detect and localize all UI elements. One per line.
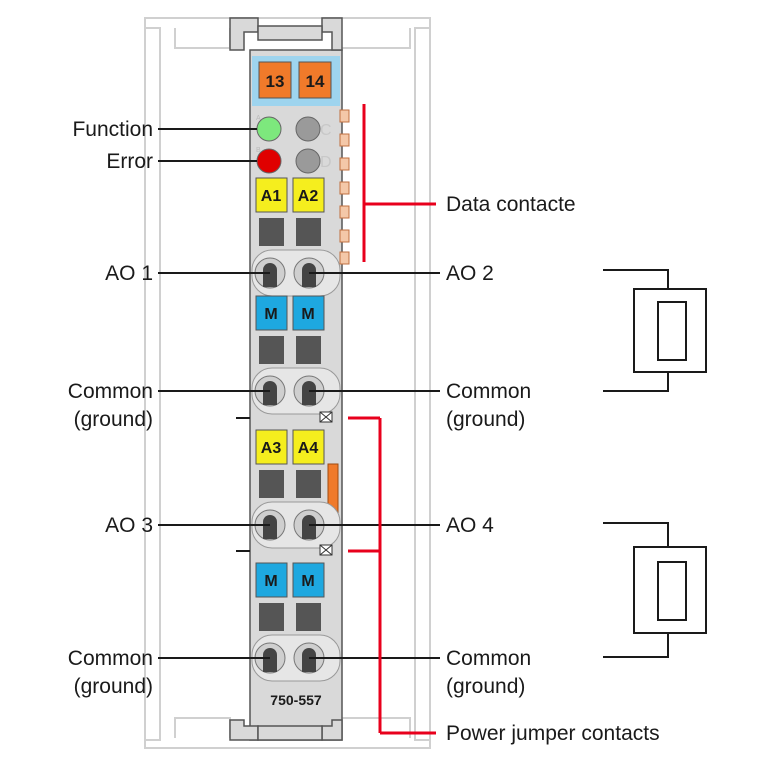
- power-jumper-callout: [348, 416, 436, 735]
- label-data-contacts: Data contacte: [446, 193, 576, 216]
- label-common-1: Common: [68, 380, 153, 403]
- data-contacts-callout: [362, 104, 436, 262]
- plate-m-3: M: [264, 573, 277, 590]
- label-function: Function: [72, 118, 153, 141]
- led-c-letter: C: [320, 122, 332, 139]
- label-ground-1: (ground): [74, 408, 153, 431]
- terminal-pair-2: [251, 367, 341, 415]
- label-common-3: Common: [68, 647, 153, 670]
- label-error: Error: [106, 150, 153, 173]
- label-power-jumper: Power jumper contacts: [446, 722, 660, 745]
- plate-m-1: M: [264, 306, 277, 323]
- label-ao2: AO 2: [446, 262, 494, 285]
- data-contacts: [339, 109, 350, 265]
- label-common-4: Common: [446, 647, 531, 670]
- plate-m-4: M: [301, 573, 314, 590]
- label-ground-3: (ground): [74, 675, 153, 698]
- terminal-13-label: 13: [266, 72, 285, 91]
- channel-plates-m-1: M M: [255, 295, 325, 364]
- label-ao1: AO 1: [105, 262, 153, 285]
- leader-lines: [158, 128, 440, 659]
- label-ao3: AO 3: [105, 514, 153, 537]
- label-ground-4: (ground): [446, 675, 525, 698]
- load-resistor-1: [603, 269, 707, 392]
- label-ground-2: (ground): [446, 408, 525, 431]
- part-number: 750-557: [270, 692, 322, 708]
- terminal-14-label: 14: [306, 72, 325, 91]
- plate-a1: A1: [261, 188, 282, 205]
- power-jumper-marker-top: [236, 411, 333, 423]
- top-terminal-strip: 13 14: [252, 56, 340, 106]
- led-group: C D A B: [256, 115, 332, 174]
- power-jumper-marker-bottom: [236, 544, 333, 556]
- led-c: [295, 116, 321, 142]
- channel-plates-a1-a2: A1 A2: [255, 177, 325, 246]
- led-d: [295, 148, 321, 174]
- led-d-letter: D: [320, 154, 332, 171]
- plate-a4: A4: [298, 440, 319, 457]
- load-resistor-2: [603, 522, 707, 658]
- plate-a3: A3: [261, 440, 282, 457]
- plate-a2: A2: [298, 188, 319, 205]
- led-b-letter: B: [256, 147, 261, 154]
- channel-plates-m-2: M M: [255, 562, 325, 631]
- led-a-letter: A: [256, 115, 261, 122]
- channel-plates-a3-a4: A3 A4: [255, 429, 339, 535]
- label-ao4: AO 4: [446, 514, 494, 537]
- plate-m-2: M: [301, 306, 314, 323]
- label-common-2: Common: [446, 380, 531, 403]
